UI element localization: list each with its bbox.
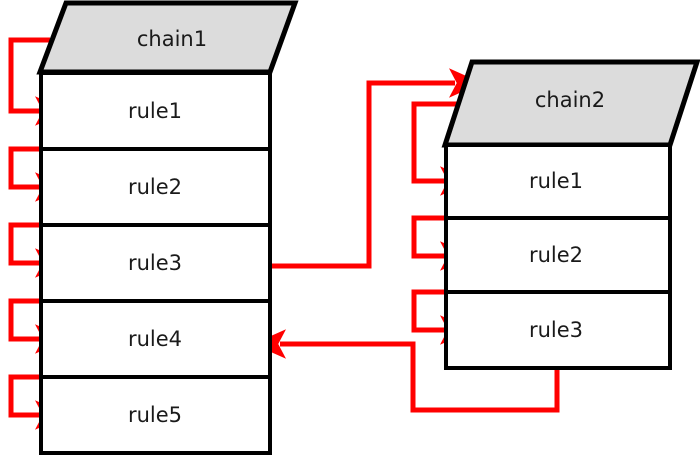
chain2-rule1-box[interactable]	[444, 143, 672, 220]
chain1-rule1-box[interactable]	[39, 71, 272, 151]
chain1-rule5-box[interactable]	[39, 375, 272, 455]
connector-chain2-rule3-to-chain1-rule4	[253, 329, 560, 413]
connector-chain2-rule1-to-rule2	[411, 215, 473, 271]
connector-chain1-rule4-to-rule5	[8, 374, 68, 430]
chain2-rule3-box[interactable]	[444, 290, 672, 370]
chain1-rule4-box[interactable]	[39, 299, 272, 379]
connector-chain2-header-to-rule1	[411, 101, 473, 196]
chain2-header-shape[interactable]	[441, 59, 700, 148]
chain2-group	[441, 59, 700, 370]
chain1-rule2-box[interactable]	[39, 147, 272, 227]
connector-chain1-header-to-rule1	[8, 37, 68, 126]
chain2-rule2-box[interactable]	[444, 216, 672, 294]
connector-chain2-rule2-to-rule3	[411, 289, 473, 345]
connector-chain1-rule3-to-chain2-header	[270, 68, 482, 269]
chain1-group	[36, 0, 299, 455]
connector-layer	[8, 37, 560, 430]
connector-chain1-rule3-to-rule4	[8, 298, 68, 354]
connector-chain1-rule2-to-rule3	[8, 222, 68, 278]
connector-chain1-rule1-to-rule2	[8, 146, 68, 202]
chain1-rule3-box[interactable]	[39, 223, 272, 303]
chain1-header-shape[interactable]	[36, 0, 299, 75]
